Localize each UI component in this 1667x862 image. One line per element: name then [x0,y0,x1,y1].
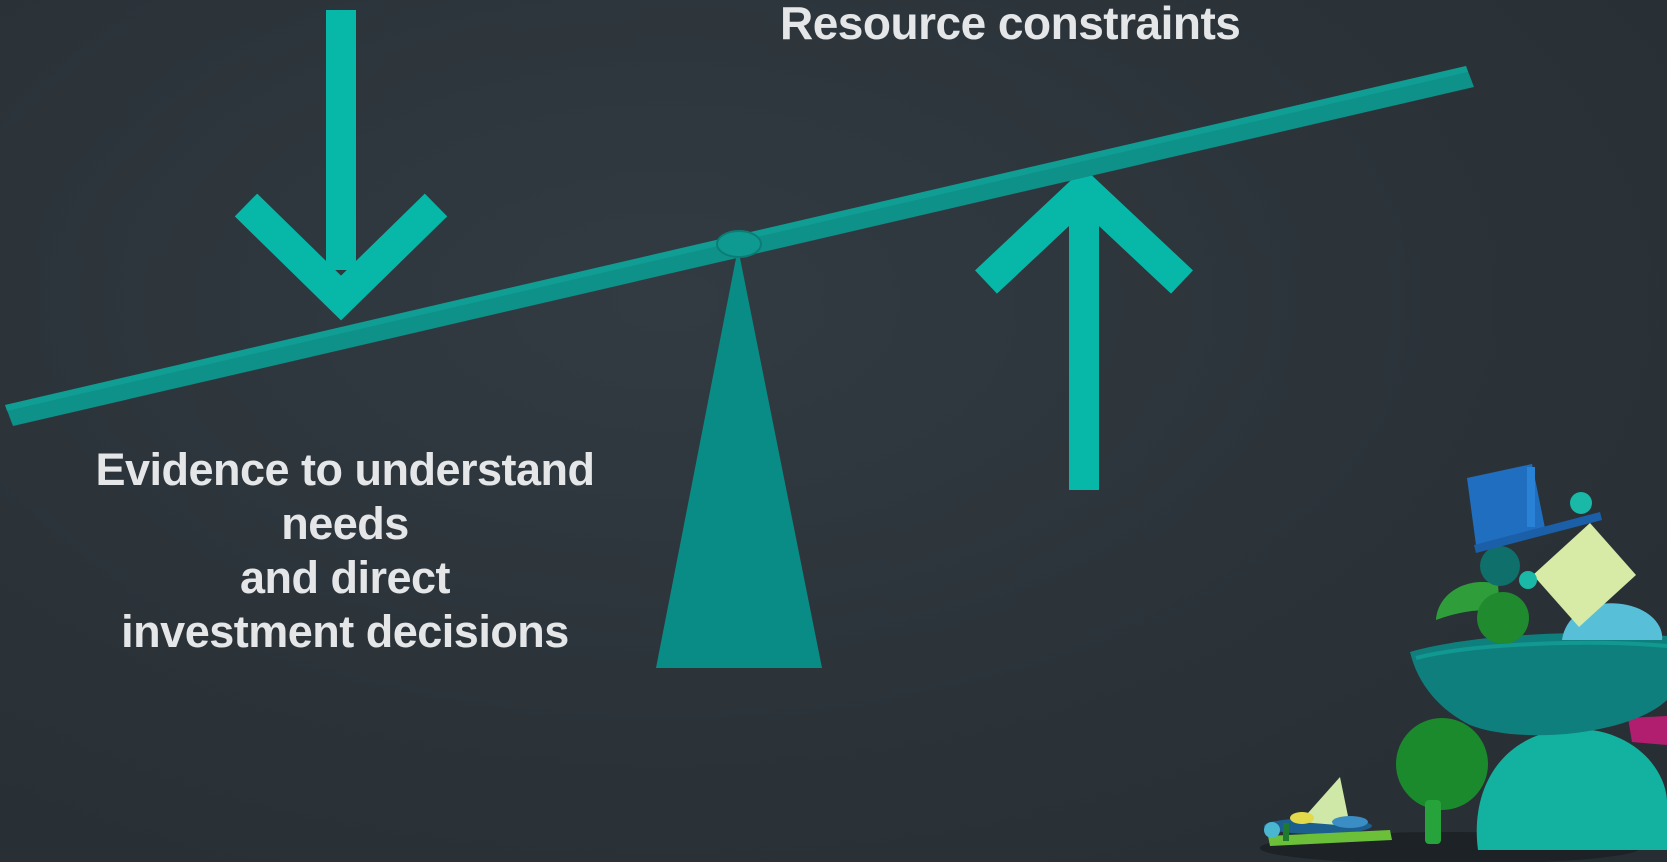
fulcrum [656,248,822,668]
evidence-label-line-4: investment decisions [121,606,569,657]
evidence-label-line-1: Evidence to understand [95,444,595,495]
up-arrow-icon [975,168,1193,490]
stacked-stones-illustration [1260,464,1667,862]
evidence-label-line-3: and direct [239,552,451,603]
resource-constraints-label: Resource constraints [780,0,1241,49]
evidence-label-line-2: needs [281,498,409,549]
down-arrow-icon [234,10,448,321]
pivot [716,230,762,258]
evidence-label: Evidence to understand needs and direct … [40,443,650,659]
